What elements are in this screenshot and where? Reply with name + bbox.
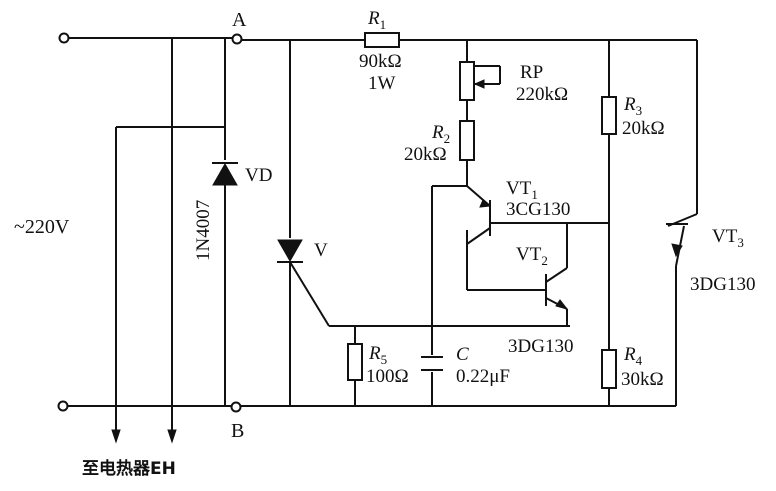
arrow-down-icon: [111, 429, 121, 444]
load-arrows: [111, 429, 177, 444]
vt3-label: VT3: [712, 226, 744, 250]
node-b-label: B: [231, 420, 244, 442]
r1-value: 90kΩ: [359, 51, 402, 72]
supply-label: ~220V: [14, 216, 70, 238]
r1-label: R1: [367, 8, 386, 32]
rp-label: RP: [520, 62, 543, 83]
r3-value: 20kΩ: [622, 118, 665, 139]
transistor-vt1: [466, 185, 492, 245]
resistor-r3: [601, 96, 617, 135]
r3-label: R3: [623, 94, 642, 118]
transistor-vt3: [666, 213, 698, 267]
r4-label: R4: [623, 344, 643, 368]
vd-label: VD: [245, 165, 272, 186]
transistor-vt2: [536, 267, 569, 310]
r4-value: 30kΩ: [621, 369, 664, 390]
arrow-down-icon: [167, 429, 177, 444]
terminal-top-left: [58, 32, 70, 44]
load-label: 至电热器EH: [82, 458, 176, 479]
resistor-r2: [459, 120, 475, 161]
wires: [68, 37, 698, 432]
rp-value: 220kΩ: [516, 84, 568, 105]
terminals: [57, 32, 243, 413]
c-label: C: [456, 344, 469, 365]
terminal-bottom-left: [57, 400, 69, 412]
vt1-label: VT1: [506, 178, 538, 202]
v-label: V: [314, 240, 328, 261]
vd-part: 1N4007: [193, 200, 214, 261]
capacitor-c: [421, 356, 443, 371]
vt3-part: 3DG130: [690, 274, 755, 295]
resistor-r5: [347, 343, 363, 381]
r5-label: R5: [368, 343, 387, 367]
potentiometer-rp: [459, 61, 485, 101]
r2-value: 20kΩ: [404, 144, 447, 165]
c-value: 0.22μF: [456, 366, 510, 387]
resistor-r4: [601, 349, 617, 389]
node-a-label: A: [232, 9, 247, 31]
r1-power: 1W: [368, 73, 396, 94]
terminal-b: [230, 401, 242, 413]
diode-vd: [212, 162, 238, 186]
vt1-part: 3CG130: [506, 199, 570, 220]
r2-label: R2: [431, 122, 450, 146]
terminal-a: [231, 33, 243, 45]
vt2-label: VT2: [516, 244, 548, 268]
vt2-part: 3DG130: [508, 336, 573, 357]
resistor-r1: [364, 32, 400, 48]
thyristor-v: [277, 239, 303, 263]
r5-value: 100Ω: [366, 366, 409, 387]
